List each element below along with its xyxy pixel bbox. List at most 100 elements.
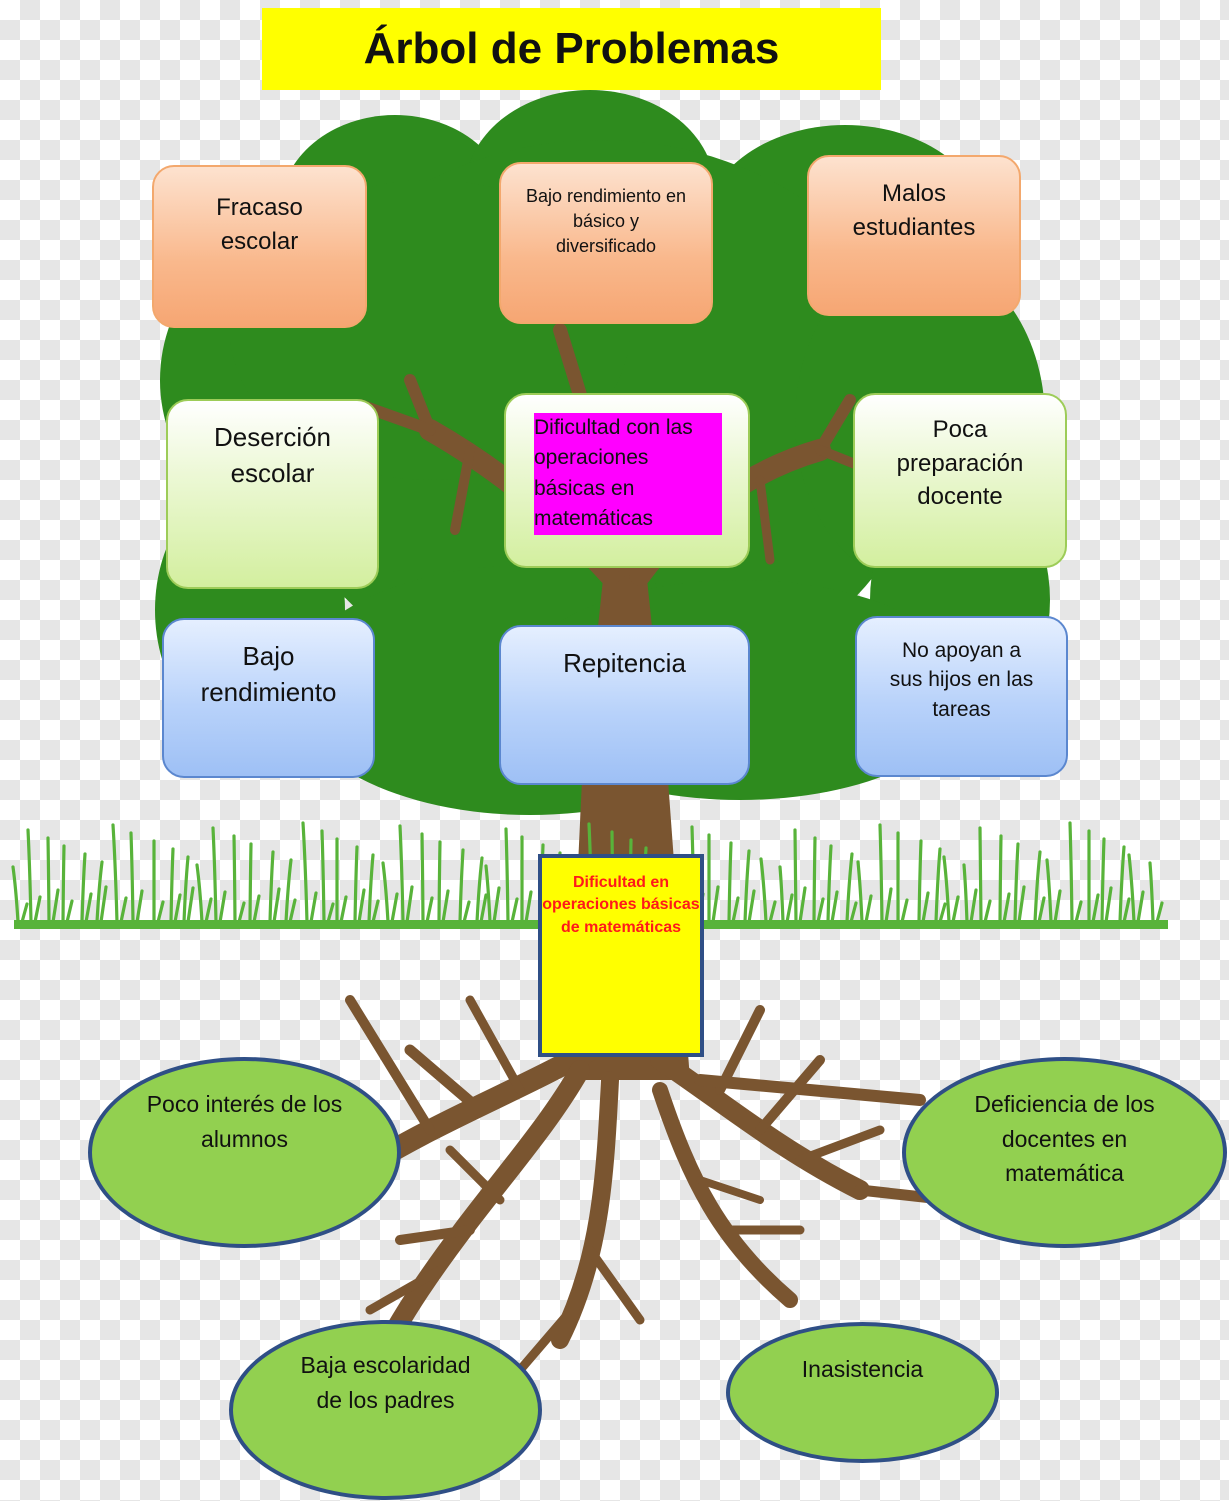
cause-label: Baja escolaridad de los padres bbox=[300, 1352, 471, 1413]
grass-blade bbox=[856, 860, 864, 924]
grass-blade bbox=[33, 895, 42, 924]
grass-blade bbox=[405, 885, 414, 924]
grass-blade bbox=[878, 823, 884, 924]
effect-label: Bajo rendimiento en básico y diversifica… bbox=[525, 186, 687, 257]
grass-blade bbox=[731, 896, 740, 924]
grass-blade bbox=[747, 889, 756, 924]
grass-blade bbox=[727, 841, 733, 924]
effect-box-malos-estudiantes: Malos estudiantes bbox=[807, 155, 1021, 316]
grass-blade bbox=[339, 895, 348, 924]
grass-blade bbox=[711, 885, 720, 924]
grass-blade bbox=[938, 902, 947, 924]
grass-blade bbox=[425, 896, 434, 924]
grass-blade bbox=[458, 848, 465, 924]
lower-label: Repitencia bbox=[563, 648, 686, 678]
core-problem-box: Dificultad en operaciones básicas de mat… bbox=[538, 854, 704, 1057]
grass-blade bbox=[1091, 893, 1100, 924]
grass-blade bbox=[475, 856, 484, 924]
grass-blade bbox=[864, 894, 873, 924]
grass-blade bbox=[812, 836, 817, 924]
grass-blade bbox=[173, 893, 182, 924]
effect-label: Fracaso escolar bbox=[216, 194, 303, 255]
grass-blade bbox=[211, 826, 218, 924]
grass-blade bbox=[942, 855, 951, 924]
grass-blade bbox=[204, 897, 213, 924]
grass-blade bbox=[969, 888, 978, 924]
grass-blade bbox=[793, 828, 798, 924]
grass-blade bbox=[884, 887, 893, 924]
grass-blade bbox=[218, 890, 227, 924]
grass-blade bbox=[268, 850, 275, 924]
grass-blade bbox=[1053, 889, 1062, 924]
lower-label: Bajo rendimiento bbox=[200, 641, 337, 708]
middle-box-dificultad-operaciones: Dificultad con las operaciones básicas e… bbox=[504, 393, 750, 568]
grass-blade bbox=[785, 893, 794, 924]
cause-oval-inasistencia: Inasistencia bbox=[726, 1322, 999, 1463]
grass-blade bbox=[1118, 845, 1126, 924]
cause-oval-baja-escolaridad: Baja escolaridad de los padres bbox=[229, 1320, 542, 1500]
middle-label-wrap: Dificultad con las operaciones básicas e… bbox=[534, 413, 722, 566]
effect-box-bajo-rendimiento-basico: Bajo rendimiento en básico y diversifica… bbox=[499, 162, 713, 324]
grass-blade bbox=[390, 892, 399, 924]
grass-blade bbox=[371, 899, 380, 924]
effect-label: Malos estudiantes bbox=[852, 180, 976, 241]
grass-blade bbox=[1017, 885, 1026, 924]
grass-blade bbox=[934, 847, 942, 924]
grass-blade bbox=[900, 898, 909, 924]
cause-label: Deficiencia de los docentes en matemátic… bbox=[974, 1091, 1155, 1186]
page-title: Árbol de Problemas bbox=[363, 24, 780, 73]
grass-blade bbox=[320, 829, 326, 924]
grass-blade bbox=[129, 831, 135, 924]
grass-blade bbox=[119, 896, 128, 924]
cause-oval-poco-interes: Poco interés de los alumnos bbox=[88, 1057, 401, 1248]
grass-blade bbox=[1068, 821, 1074, 924]
grass-blade bbox=[11, 865, 20, 924]
grass-blade bbox=[504, 827, 510, 924]
middle-box-poca-preparacion: Poca preparación docente bbox=[853, 393, 1067, 568]
grass-blade bbox=[367, 853, 375, 924]
grass-blade bbox=[237, 901, 246, 924]
grass-blade bbox=[61, 844, 66, 924]
grass-blade bbox=[353, 845, 359, 924]
grass-blade bbox=[272, 887, 281, 924]
grass-blade bbox=[398, 824, 405, 924]
grass-blade bbox=[156, 900, 165, 924]
grass-blade bbox=[492, 886, 501, 924]
grass-blade bbox=[195, 863, 204, 924]
grass-blade bbox=[80, 852, 87, 924]
grass-blade bbox=[232, 834, 237, 924]
grass-blade bbox=[510, 897, 519, 924]
grass-blade bbox=[998, 834, 1003, 924]
grass-blade bbox=[983, 899, 992, 924]
grass-blade bbox=[1100, 837, 1106, 924]
cause-oval-deficiencia-docentes: Deficiencia de los docentes en matemátic… bbox=[902, 1057, 1227, 1248]
grass-blade bbox=[182, 855, 190, 924]
grass-blade bbox=[962, 863, 969, 924]
cause-label: Inasistencia bbox=[801, 1356, 924, 1382]
grass-blade bbox=[46, 836, 51, 924]
grass-blade bbox=[20, 902, 29, 924]
grass-blade bbox=[484, 864, 492, 924]
grass-blade bbox=[135, 889, 144, 924]
cause-label: Poco interés de los alumnos bbox=[146, 1091, 343, 1152]
grass-blade bbox=[288, 898, 297, 924]
grass-blade bbox=[1045, 858, 1053, 924]
middle-label: Poca preparación docente bbox=[896, 416, 1024, 511]
grass-blade bbox=[830, 890, 839, 924]
grass-blade bbox=[309, 891, 318, 924]
grass-blade bbox=[1127, 853, 1136, 924]
grass-blade bbox=[1074, 900, 1083, 924]
grass-blade bbox=[1148, 861, 1155, 924]
grass-blade bbox=[95, 860, 104, 924]
grass-blade bbox=[978, 826, 983, 924]
grass-blade bbox=[479, 893, 488, 924]
grass-blade bbox=[798, 886, 807, 924]
middle-box-desercion-escolar: Deserción escolar bbox=[166, 399, 379, 589]
grass-blade bbox=[845, 852, 854, 924]
grass-blade bbox=[917, 839, 923, 924]
grass-blade bbox=[1013, 842, 1020, 924]
grass-blade bbox=[381, 861, 390, 924]
grass-blade bbox=[768, 900, 777, 924]
grass-blade bbox=[951, 895, 960, 924]
grass-blade bbox=[357, 888, 366, 924]
